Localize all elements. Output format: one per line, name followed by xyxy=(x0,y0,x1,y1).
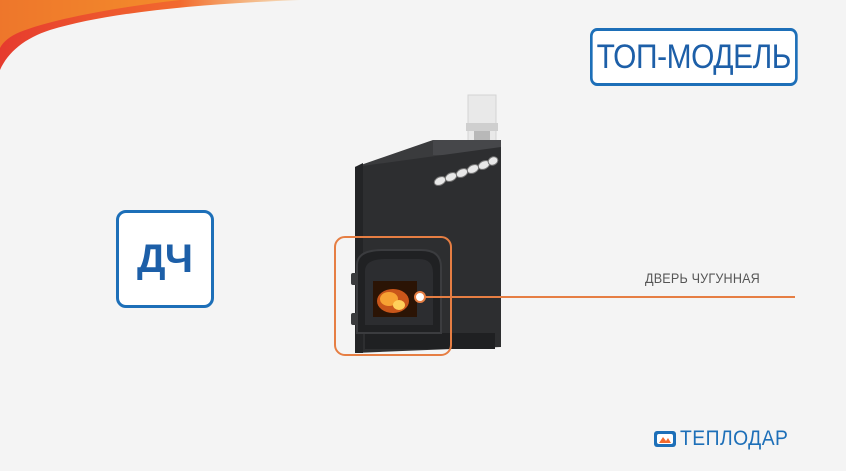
door-label: ДВЕРЬ ЧУГУННАЯ xyxy=(645,270,760,286)
brand-logo: ТЕПЛОДАР xyxy=(653,427,798,450)
top-model-badge: ТОП-МОДЕЛЬ xyxy=(590,28,798,86)
cast-iron-door xyxy=(351,249,442,334)
brand-logo-text: ТЕПЛОДАР xyxy=(680,427,789,450)
corner-swoosh-decoration xyxy=(0,0,300,70)
stove-illustration xyxy=(334,94,795,356)
model-code-badge: ДЧ xyxy=(116,210,214,308)
vent-holes xyxy=(433,156,499,186)
callout-point xyxy=(414,291,426,303)
stove-base xyxy=(365,333,495,349)
flame-window-icon xyxy=(654,431,676,447)
